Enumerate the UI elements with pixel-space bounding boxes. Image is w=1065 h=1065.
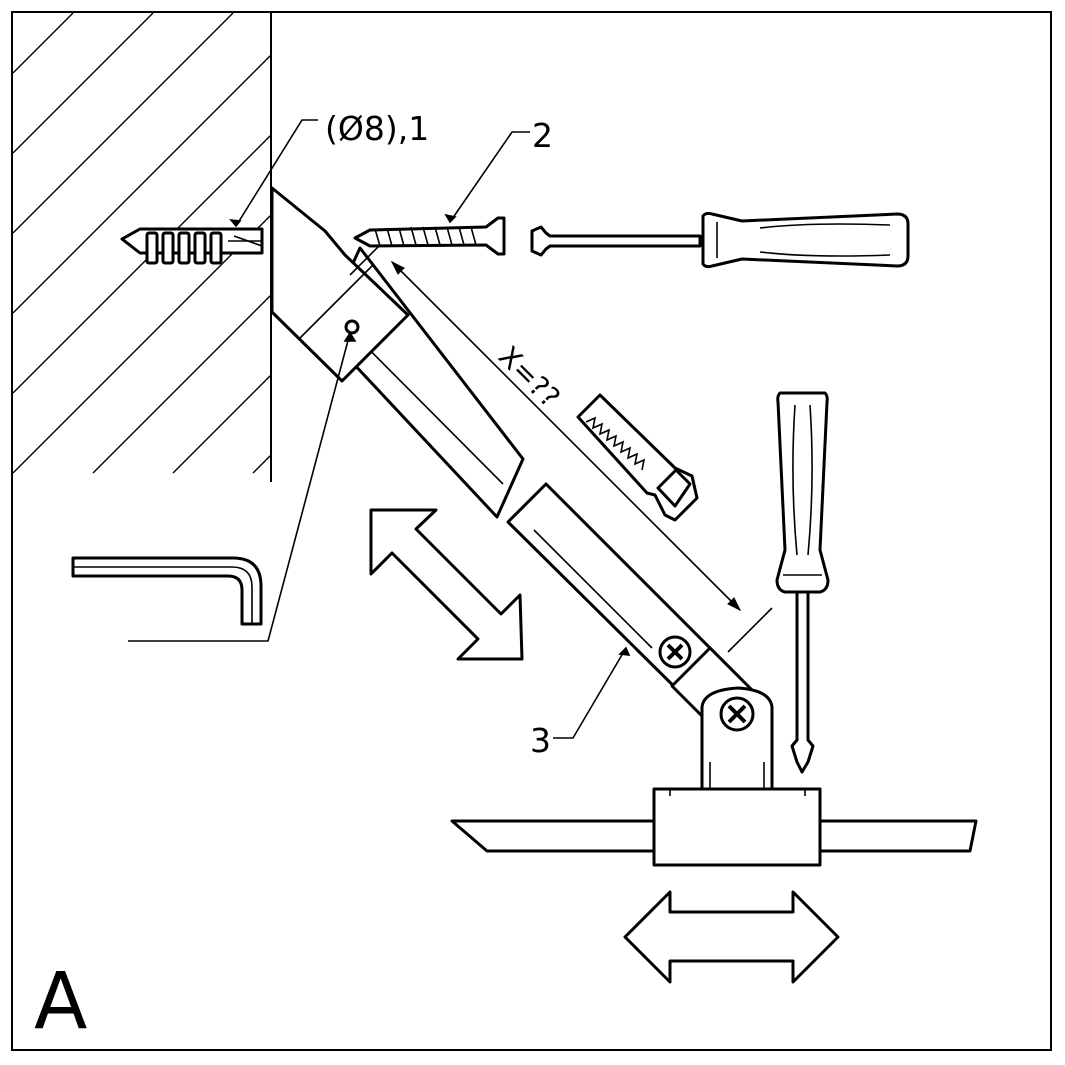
dimension-line: X=??: [349, 231, 773, 653]
hand-saw-icon: [576, 393, 699, 522]
callout-arm: 3: [530, 721, 551, 760]
hex-key-icon: [71, 556, 263, 626]
phillips-screwdriver-icon: [775, 391, 830, 774]
callout-anchor: (Ø8),1: [325, 109, 429, 148]
setscrew-hole: [344, 319, 360, 335]
phillips-screw-head: [719, 696, 755, 732]
leader-anchor: [235, 119, 318, 227]
leader-setscrew: [128, 332, 351, 642]
rail-clamp: [450, 787, 978, 867]
leader-arm: [553, 647, 627, 739]
leader-lines: [128, 119, 631, 739]
arm-assembly: [270, 186, 774, 792]
adjust-arrow-icon: [369, 508, 524, 661]
callout-screw: 2: [532, 116, 553, 155]
phillips-screw-head: [658, 635, 692, 669]
dimension-label: X=??: [492, 340, 567, 415]
phillips-screwdriver-icon: [530, 211, 910, 269]
wall-anchor-icon: [120, 227, 264, 265]
diagram-frame: [11, 11, 1052, 1051]
panel-letter: A: [34, 957, 87, 1047]
slide-arrow-icon: [623, 890, 840, 984]
wood-screw-icon: [353, 216, 506, 256]
leader-screw: [449, 131, 530, 223]
